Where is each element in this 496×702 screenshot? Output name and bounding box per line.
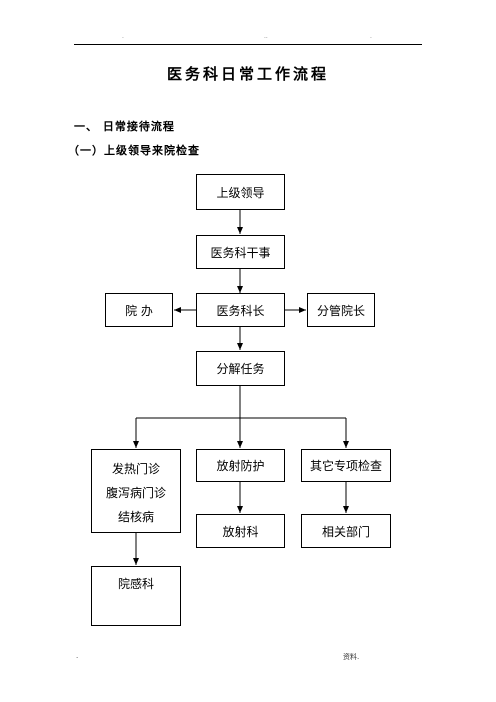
header-mark: . xyxy=(122,33,124,40)
footer-right: 资料. xyxy=(343,653,360,661)
header-rule xyxy=(74,44,422,45)
box-label: 分管院长 xyxy=(316,303,365,318)
box-other-checks: 其它专项检查 xyxy=(301,449,391,482)
footer-left: . xyxy=(76,652,79,660)
clinic-line: 结核病 xyxy=(117,510,154,524)
box-vice-president: 分管院长 xyxy=(307,293,375,327)
box-label: 相关部门 xyxy=(321,524,370,539)
page-title: 医务科日常工作流程 xyxy=(166,65,329,83)
clinic-line: 发热门诊 xyxy=(111,462,160,476)
clinic-line: 腹泻病门诊 xyxy=(105,486,166,500)
section-heading: 一、 日常接待流程 xyxy=(74,120,175,133)
box-label: 医务科干事 xyxy=(210,245,271,260)
subsection-heading: （一）上级领导来院检查 xyxy=(68,144,200,157)
box-medical-officer: 医务科干事 xyxy=(196,235,285,269)
box-label: 分解任务 xyxy=(216,362,265,376)
box-president-office: 院 办 xyxy=(105,293,173,327)
box-infection-control: 院感科 xyxy=(91,566,181,626)
box-related-departments: 相关部门 xyxy=(301,514,391,548)
box-label: 放射科 xyxy=(222,524,259,539)
box-label: 院 办 xyxy=(125,303,153,318)
box-medical-chief: 医务科长 xyxy=(196,293,285,327)
box-superior-leader: 上级领导 xyxy=(196,174,285,210)
box-label: 院感科 xyxy=(117,577,154,591)
box-label: 上级领导 xyxy=(216,185,265,200)
box-label: 医务科长 xyxy=(216,303,265,318)
box-label: 放射防护 xyxy=(216,459,265,473)
box-radiation-protection: 放射防护 xyxy=(196,449,285,482)
header-mark: . xyxy=(370,33,372,40)
box-special-clinics: 发热门诊 腹泻病门诊 结核病 xyxy=(91,449,181,533)
box-label: 其它专项检查 xyxy=(309,459,382,473)
box-radiology: 放射科 xyxy=(196,514,285,548)
header-mark: .. xyxy=(264,33,268,40)
box-decompose-task: 分解任务 xyxy=(196,351,285,386)
